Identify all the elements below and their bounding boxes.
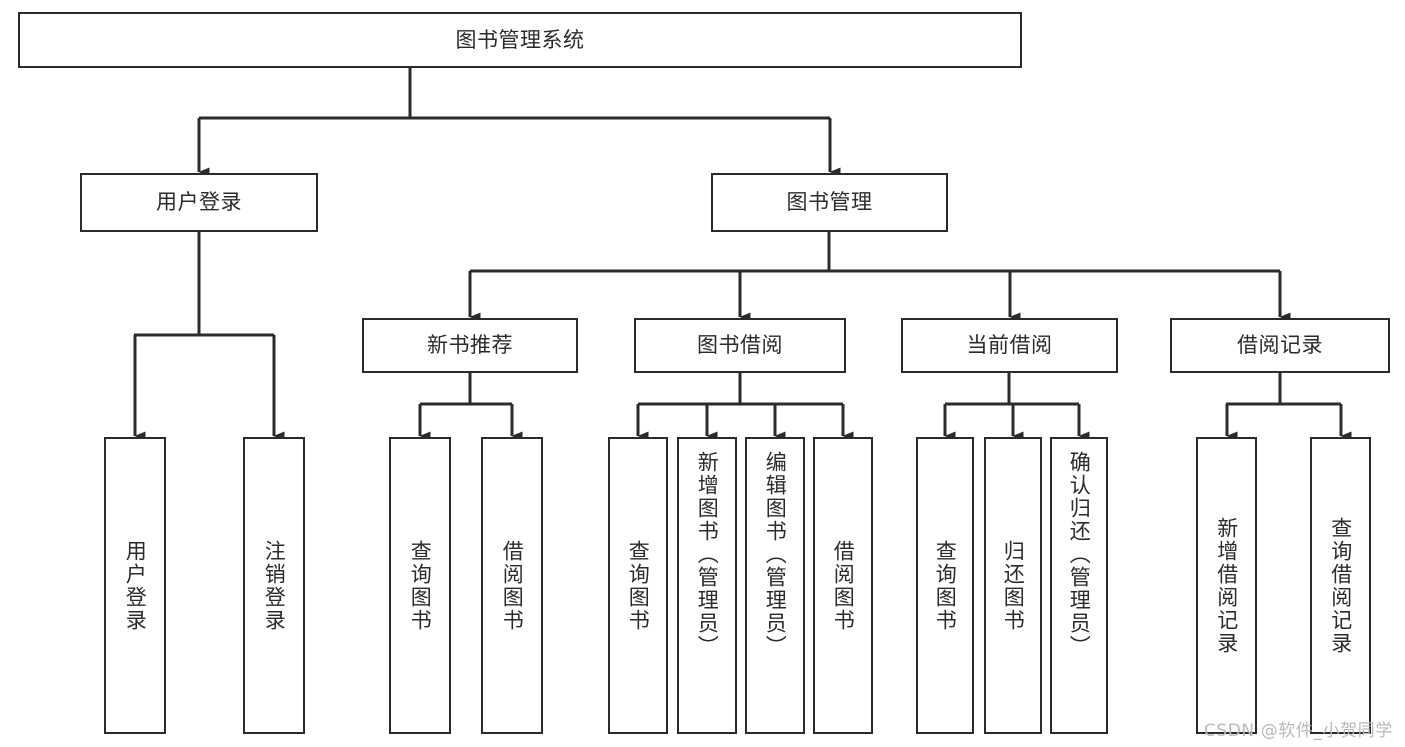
leaf-edit-book-admin[interactable]: 编辑图书（管理员）: [745, 437, 805, 734]
node-borrow-record-label: 借阅记录: [1237, 333, 1323, 358]
node-new-book-recommend[interactable]: 新书推荐: [362, 318, 578, 373]
node-user-login-label: 用户登录: [156, 190, 242, 215]
leaf-query-borrow-record-label: 查询借阅记录: [1328, 516, 1353, 655]
node-new-book-recommend-label: 新书推荐: [427, 333, 513, 358]
node-current-borrow[interactable]: 当前借阅: [901, 318, 1118, 373]
leaf-logout-label: 注销登录: [262, 539, 287, 632]
leaf-add-book-admin-label: 新增图书（管理员）: [695, 451, 720, 658]
leaf-return-book-label: 归还图书: [1001, 539, 1026, 632]
leaf-logout[interactable]: 注销登录: [243, 437, 305, 734]
node-book-borrow-label: 图书借阅: [697, 333, 783, 358]
node-root-label: 图书管理系统: [455, 27, 585, 52]
node-borrow-record[interactable]: 借阅记录: [1170, 318, 1390, 373]
leaf-query-book-recommend-label: 查询图书: [408, 539, 433, 632]
leaf-borrow-book-borrow-label: 借阅图书: [831, 539, 856, 632]
leaf-confirm-return-admin[interactable]: 确认归还（管理员）: [1050, 437, 1108, 734]
leaf-borrow-book-recommend[interactable]: 借阅图书: [481, 437, 543, 734]
node-user-login[interactable]: 用户登录: [80, 173, 318, 232]
leaf-borrow-book-borrow[interactable]: 借阅图书: [813, 437, 873, 734]
leaf-add-borrow-record-label: 新增借阅记录: [1214, 516, 1239, 655]
leaf-borrow-book-recommend-label: 借阅图书: [500, 539, 525, 632]
node-current-borrow-label: 当前借阅: [966, 333, 1053, 358]
leaf-query-book-recommend[interactable]: 查询图书: [389, 437, 451, 734]
leaf-query-book-current-label: 查询图书: [933, 539, 958, 632]
leaf-user-login-label: 用户登录: [123, 539, 148, 632]
leaf-add-borrow-record[interactable]: 新增借阅记录: [1196, 437, 1257, 734]
leaf-query-borrow-record[interactable]: 查询借阅记录: [1310, 437, 1371, 734]
leaf-return-book[interactable]: 归还图书: [984, 437, 1042, 734]
leaf-query-book-borrow[interactable]: 查询图书: [608, 437, 668, 734]
leaf-add-book-admin[interactable]: 新增图书（管理员）: [677, 437, 737, 734]
leaf-query-book-borrow-label: 查询图书: [626, 539, 651, 632]
leaf-edit-book-admin-label: 编辑图书（管理员）: [763, 451, 788, 658]
node-book-borrow[interactable]: 图书借阅: [634, 318, 846, 373]
node-book-management[interactable]: 图书管理: [711, 173, 948, 232]
leaf-query-book-current[interactable]: 查询图书: [916, 437, 974, 734]
node-book-management-label: 图书管理: [786, 190, 873, 215]
node-root[interactable]: 图书管理系统: [18, 12, 1022, 68]
leaf-user-login[interactable]: 用户登录: [104, 437, 166, 734]
leaf-confirm-return-admin-label: 确认归还（管理员）: [1067, 451, 1092, 658]
